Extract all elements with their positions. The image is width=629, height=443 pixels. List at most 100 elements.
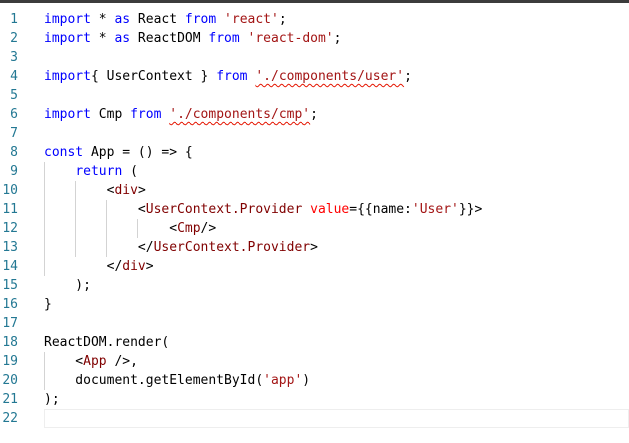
code-token: < — [44, 183, 115, 198]
code-token: as — [114, 31, 131, 46]
line-number: 14 — [2, 259, 18, 274]
code-token: Cmp — [177, 221, 201, 236]
code-token: import — [44, 31, 91, 46]
code-token: React — [130, 12, 185, 27]
code-token: Cmp — [90, 107, 131, 122]
code-token: > — [310, 240, 318, 255]
code-token: ); — [44, 392, 60, 407]
code-token: import — [44, 12, 91, 27]
indent-guide — [106, 200, 107, 257]
code-token: 'app' — [263, 373, 303, 388]
code-token: App — [83, 354, 107, 369]
code-token: } — [44, 297, 52, 312]
code-token: > — [145, 259, 154, 274]
line-number: 9 — [10, 164, 18, 179]
line-number: 12 — [2, 221, 18, 236]
code-token: ; — [333, 31, 342, 46]
code-token — [216, 12, 224, 27]
indent-guide — [44, 352, 45, 390]
line-number: 8 — [10, 145, 18, 160]
code-text: import{ UserContext } from './components… — [44, 67, 412, 86]
code-text: ); — [44, 390, 60, 409]
code-token: ( — [122, 164, 138, 179]
editor-top-border — [0, 0, 629, 3]
line-number: 13 — [2, 240, 18, 255]
code-token: './components/user' — [255, 69, 405, 84]
line-number: 11 — [2, 202, 18, 217]
line-number: 1 — [10, 12, 18, 27]
code-text: </div> — [44, 257, 154, 276]
indent-guide — [75, 181, 76, 257]
code-token: < — [44, 202, 146, 217]
code-token: const — [44, 145, 84, 160]
line-number: 19 — [2, 354, 18, 369]
line-number: 10 — [2, 183, 18, 198]
indent-guide — [137, 219, 138, 238]
code-text: import * as ReactDOM from 'react-dom'; — [44, 29, 341, 48]
code-token: return — [75, 164, 123, 179]
code-token: < — [44, 354, 84, 369]
code-token: div — [122, 259, 146, 274]
line-number: 5 — [10, 88, 18, 103]
code-token: from — [208, 31, 240, 46]
line-number: 16 — [2, 297, 18, 312]
code-text: import Cmp from './components/cmp'; — [44, 105, 318, 124]
code-token: UserContext.Provider — [145, 202, 303, 217]
code-token: * — [90, 31, 115, 46]
code-token: UserContext.Provider — [153, 240, 311, 255]
code-text: document.getElementById('app') — [44, 371, 310, 390]
code-token: import — [44, 69, 91, 84]
code-token: ; — [310, 107, 318, 122]
code-token: from — [216, 69, 248, 84]
code-token: document.getElementById( — [44, 373, 264, 388]
code-text: </UserContext.Provider> — [44, 238, 318, 257]
line-number: 6 — [10, 107, 18, 122]
code-token: './components/cmp' — [169, 107, 311, 122]
code-token: ); — [44, 278, 91, 293]
code-text: return ( — [44, 162, 138, 181]
line-number: 7 — [10, 126, 18, 141]
code-token: { UserContext } — [90, 69, 217, 84]
code-token: from — [130, 107, 162, 122]
line-number: 3 — [10, 50, 18, 65]
code-token: ReactDOM.render( — [44, 335, 170, 350]
code-text: <UserContext.Provider value={{name:'User… — [44, 200, 482, 219]
code-token: 'User' — [411, 202, 459, 217]
code-text: <Cmp/> — [44, 219, 216, 238]
code-text: <div> — [44, 181, 146, 200]
code-token: value — [310, 202, 350, 217]
code-text: <App />, — [44, 352, 138, 371]
line-number: 21 — [2, 392, 18, 407]
code-token: 'react' — [224, 12, 279, 27]
code-token — [302, 202, 310, 217]
line-number: 4 — [10, 69, 18, 84]
code-token: </ — [44, 259, 123, 274]
code-token: ={{name: — [349, 202, 412, 217]
code-token: div — [114, 183, 138, 198]
line-number: 2 — [10, 31, 18, 46]
code-text: import * as React from 'react'; — [44, 10, 287, 29]
line-number: 18 — [2, 335, 18, 350]
indent-guide — [44, 162, 45, 276]
code-token: from — [184, 12, 217, 27]
code-token: > — [137, 183, 146, 198]
line-number: 17 — [2, 316, 18, 331]
code-token — [44, 164, 75, 179]
code-token — [240, 31, 248, 46]
line-number: 15 — [2, 278, 18, 293]
code-token: as — [114, 12, 131, 27]
line-number: 20 — [2, 373, 18, 388]
code-token: ; — [278, 12, 287, 27]
code-token: }}> — [458, 202, 483, 217]
line-number: 22 — [2, 411, 18, 426]
current-line-highlight — [44, 409, 629, 428]
code-token: </ — [44, 240, 154, 255]
code-token: /> — [200, 221, 217, 236]
code-text: ReactDOM.render( — [44, 333, 169, 352]
code-token: * — [90, 12, 115, 27]
code-token: < — [44, 221, 178, 236]
code-token: ) — [302, 373, 311, 388]
code-token: App = () => { — [83, 145, 193, 160]
code-token: ; — [404, 69, 412, 84]
